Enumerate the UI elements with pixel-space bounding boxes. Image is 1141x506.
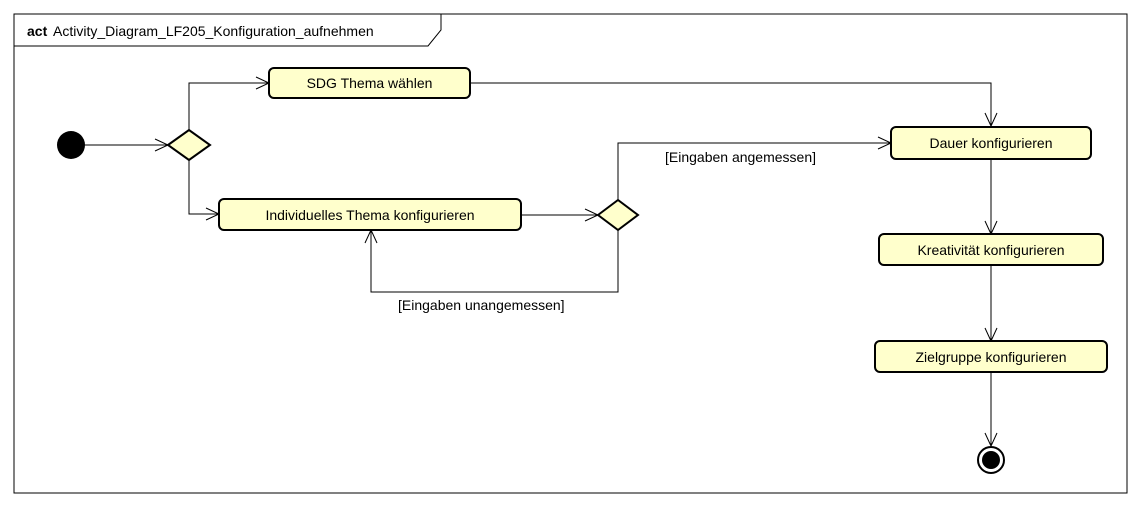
action-kreativitaet: Kreativität konfigurieren [878,233,1104,266]
action-label: Dauer konfigurieren [930,135,1053,151]
flow-decision-sdg [188,82,269,130]
action-label: Kreativität konfigurieren [917,242,1064,258]
action-label: Zielgruppe konfigurieren [916,349,1067,365]
action-dauer: Dauer konfigurieren [890,126,1092,160]
flow-sdg-dauer [470,82,992,126]
guard-eingaben-unangemessen: [Eingaben unangemessen] [398,297,565,313]
guard-eingaben-angemessen: [Eingaben angemessen] [665,149,816,165]
action-box [218,198,522,231]
action-individuelles-thema: Individuelles Thema konfigurieren [218,198,522,231]
final-node [977,446,1005,474]
frame-header [13,13,442,47]
action-label: SDG Thema wählen [307,75,433,91]
action-label: Individuelles Thema konfigurieren [265,207,474,223]
final-node-dot [982,451,1000,469]
action-box [268,67,471,99]
action-box [874,340,1108,373]
action-zielgruppe: Zielgruppe konfigurieren [874,340,1108,373]
flow-decision-individuell [188,160,219,215]
decision-node-1 [166,128,212,162]
initial-node [57,131,85,159]
frame-title: Activity_Diagram_LF205_Konfiguration_auf… [53,23,374,39]
flow-decision2-individuell [370,230,619,293]
flow-decision2-dauer [617,142,891,200]
decision-node-2 [596,198,640,232]
frame-keyword: act [27,23,48,39]
action-box [878,233,1104,266]
action-sdg-thema: SDG Thema wählen [268,67,471,99]
action-box [890,126,1092,160]
